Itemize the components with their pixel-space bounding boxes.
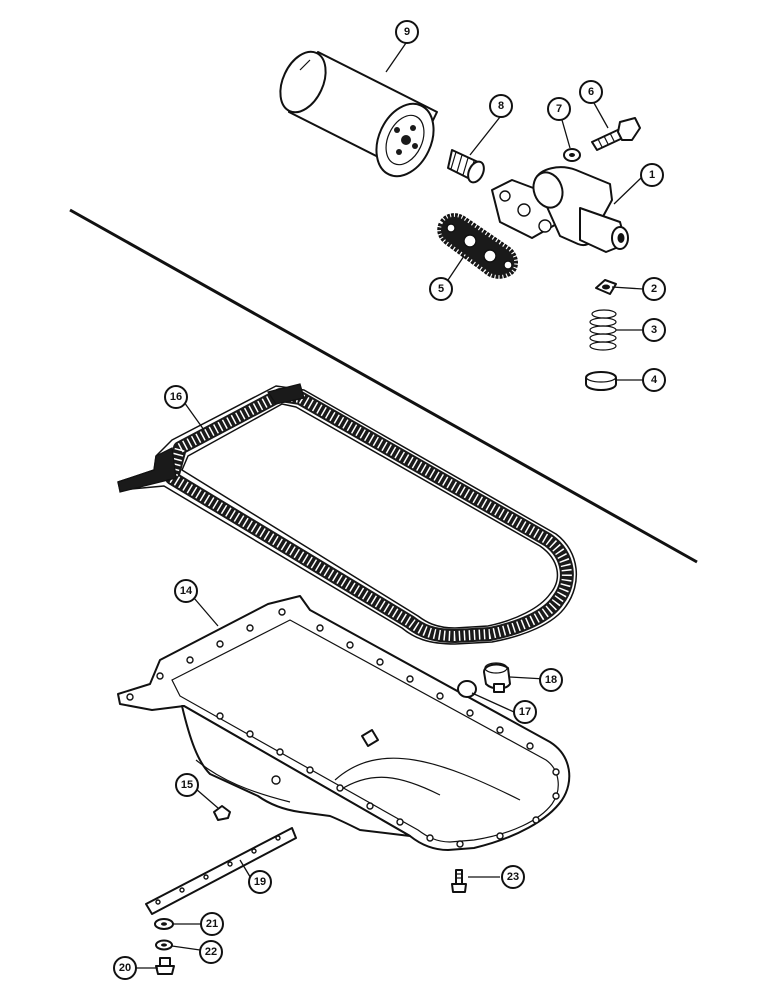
svg-text:3: 3 <box>651 324 657 336</box>
svg-text:20: 20 <box>119 962 131 974</box>
callout-1: 1 <box>640 163 664 187</box>
lock-washer-part <box>563 148 581 162</box>
threaded-fitting-part <box>447 149 485 184</box>
oil-pan-part <box>117 595 571 851</box>
svg-text:5: 5 <box>438 283 444 295</box>
lock-washer-lower-part <box>155 939 173 951</box>
svg-text:14: 14 <box>180 585 193 597</box>
svg-text:4: 4 <box>651 374 658 386</box>
callout-18: 18 <box>539 668 563 692</box>
svg-text:17: 17 <box>519 706 531 718</box>
callout-15: 15 <box>175 773 199 797</box>
callout-22: 22 <box>199 940 223 964</box>
svg-text:6: 6 <box>588 86 594 98</box>
svg-text:16: 16 <box>170 391 182 403</box>
support-strap-part <box>145 827 297 915</box>
drain-plug-part <box>483 662 511 693</box>
callout-19: 19 <box>248 870 272 894</box>
svg-text:22: 22 <box>205 946 217 958</box>
pipe-plug-part <box>213 805 231 821</box>
callout-6: 6 <box>579 80 603 104</box>
svg-text:18: 18 <box>545 674 557 686</box>
drain-plug-gasket-part <box>457 680 477 698</box>
callout-3: 3 <box>642 318 666 342</box>
section-divider-line <box>69 208 698 564</box>
flange-bolt-holes <box>126 608 560 848</box>
svg-text:15: 15 <box>181 779 193 791</box>
expansion-plug-part <box>585 371 617 391</box>
callout-23: 23 <box>501 865 525 889</box>
svg-text:19: 19 <box>254 876 266 888</box>
svg-text:2: 2 <box>651 283 657 295</box>
callout-5: 5 <box>429 277 453 301</box>
svg-text:7: 7 <box>556 103 562 115</box>
callout-2: 2 <box>642 277 666 301</box>
svg-text:23: 23 <box>507 871 519 883</box>
oil-filter-part <box>279 50 438 178</box>
strap-bolt-part <box>155 957 175 975</box>
callout-14: 14 <box>174 579 198 603</box>
callout-20: 20 <box>113 956 137 980</box>
callout-16: 16 <box>164 385 188 409</box>
callout-7: 7 <box>547 97 571 121</box>
svg-text:1: 1 <box>649 169 655 181</box>
valve-spring-part <box>589 309 617 351</box>
svg-text:21: 21 <box>206 918 218 930</box>
adapter-gasket-part <box>435 210 521 282</box>
filter-adapter-part <box>491 166 629 253</box>
pan-bolt-part <box>451 869 467 893</box>
svg-text:8: 8 <box>498 100 504 112</box>
leader-lines <box>136 42 644 969</box>
oil-pan-gasket-part <box>117 383 578 645</box>
callout-21: 21 <box>200 912 224 936</box>
callout-9: 9 <box>395 20 419 44</box>
svg-text:9: 9 <box>404 26 410 38</box>
callout-17: 17 <box>513 700 537 724</box>
callout-4: 4 <box>642 368 666 392</box>
relief-valve-part <box>595 279 617 295</box>
flat-washer-part <box>154 918 174 930</box>
callout-8: 8 <box>489 94 513 118</box>
cap-screw-part <box>591 117 641 151</box>
